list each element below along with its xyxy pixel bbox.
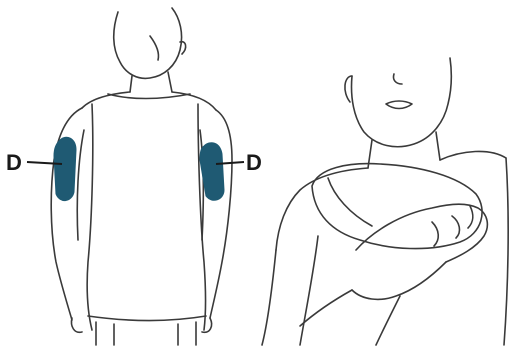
- pinch-skin-illustration: [262, 58, 508, 345]
- pinched-arm-outline: [312, 164, 482, 249]
- right-site-label: D: [246, 150, 262, 175]
- pinching-hand-outline: [356, 204, 487, 262]
- left-site-label: D: [6, 150, 22, 175]
- right-arm-outline: [210, 110, 232, 318]
- left-injection-site: [54, 137, 76, 200]
- head-outline: [114, 8, 182, 78]
